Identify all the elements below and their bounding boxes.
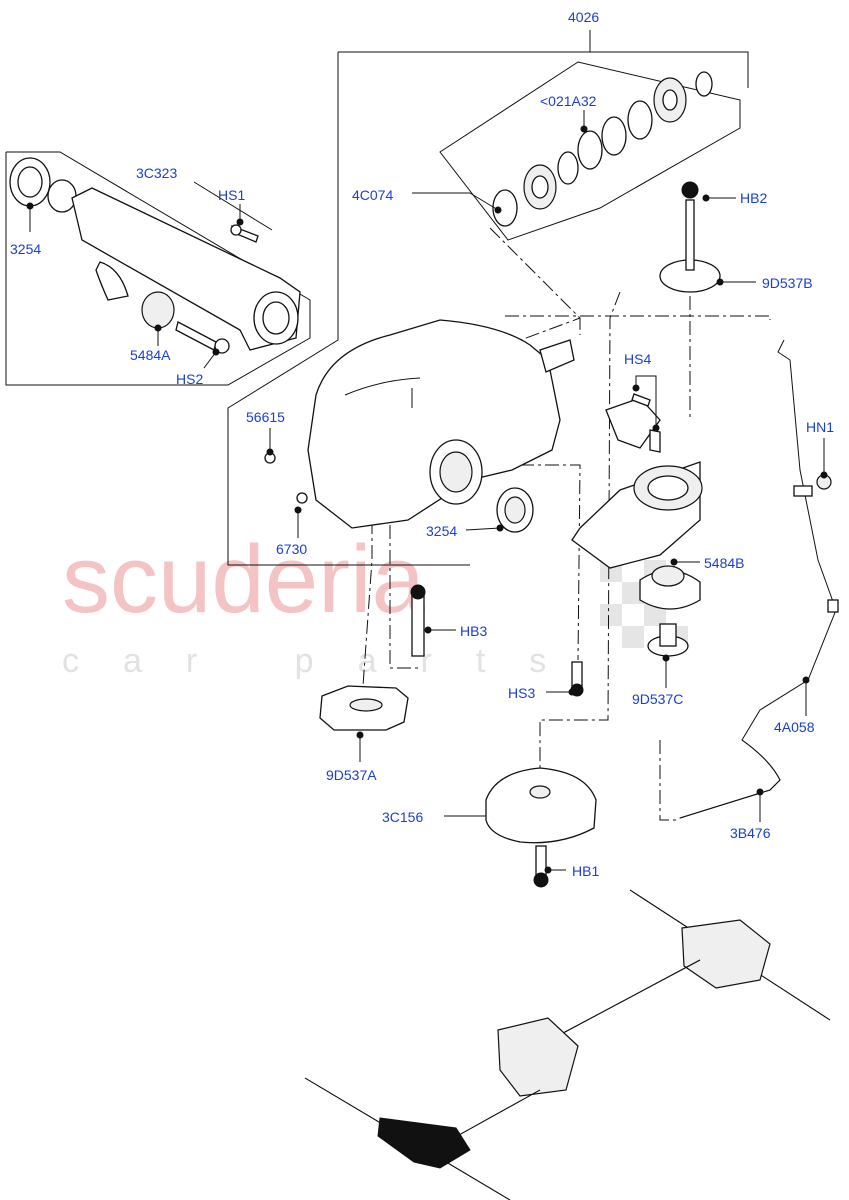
- label-hb1[interactable]: HB1: [572, 863, 599, 879]
- label-56615[interactable]: 56615: [246, 409, 285, 425]
- label-9d537a[interactable]: 9D537A: [326, 767, 377, 783]
- label-hn1[interactable]: HN1: [806, 419, 834, 435]
- label-hs2[interactable]: HS2: [176, 371, 203, 387]
- leader-lines: [26, 110, 828, 874]
- mount-insulator-a: [319, 685, 409, 731]
- label-4026[interactable]: 4026: [568, 9, 599, 25]
- label-4c074[interactable]: 4C074: [352, 187, 393, 203]
- label-3b476[interactable]: 3B476: [730, 825, 771, 841]
- watermark-brand: scuderia: [62, 526, 425, 633]
- label-hb2[interactable]: HB2: [740, 190, 767, 206]
- part-labels: 4026 <021A32 4C074 3C323 HS1 3254 5484A …: [10, 9, 834, 879]
- label-hs1[interactable]: HS1: [218, 187, 245, 203]
- differential-housing: [264, 319, 575, 533]
- drivetrain-overview: [304, 889, 831, 1200]
- label-3c156[interactable]: 3C156: [382, 809, 423, 825]
- label-3254-b[interactable]: 3254: [426, 523, 457, 539]
- label-hb3[interactable]: HB3: [460, 623, 487, 639]
- label-3254-a[interactable]: 3254: [10, 241, 41, 257]
- label-9d537b[interactable]: 9D537B: [762, 275, 813, 291]
- damper-weight: [485, 767, 597, 844]
- label-hs3[interactable]: HS3: [508, 685, 535, 701]
- breather-tube: [679, 339, 839, 819]
- bolts: [410, 584, 584, 888]
- bearing-seal-stack: [492, 71, 713, 227]
- label-021a32[interactable]: <021A32: [540, 93, 597, 109]
- label-5484a[interactable]: 5484A: [130, 347, 171, 363]
- label-6730[interactable]: 6730: [276, 541, 307, 557]
- label-5484b[interactable]: 5484B: [704, 555, 744, 571]
- watermark-subtitle: car parts: [62, 642, 590, 680]
- label-3c323[interactable]: 3C323: [136, 165, 177, 181]
- label-9d537c[interactable]: 9D537C: [632, 691, 683, 707]
- label-4a058[interactable]: 4A058: [774, 719, 815, 735]
- mount-bracket: [571, 181, 721, 657]
- intermediate-shaft-tube: [9, 157, 301, 354]
- assembly-lines: [361, 227, 771, 821]
- group-bracket-lines: [5, 30, 749, 566]
- label-hs4[interactable]: HS4: [624, 351, 651, 367]
